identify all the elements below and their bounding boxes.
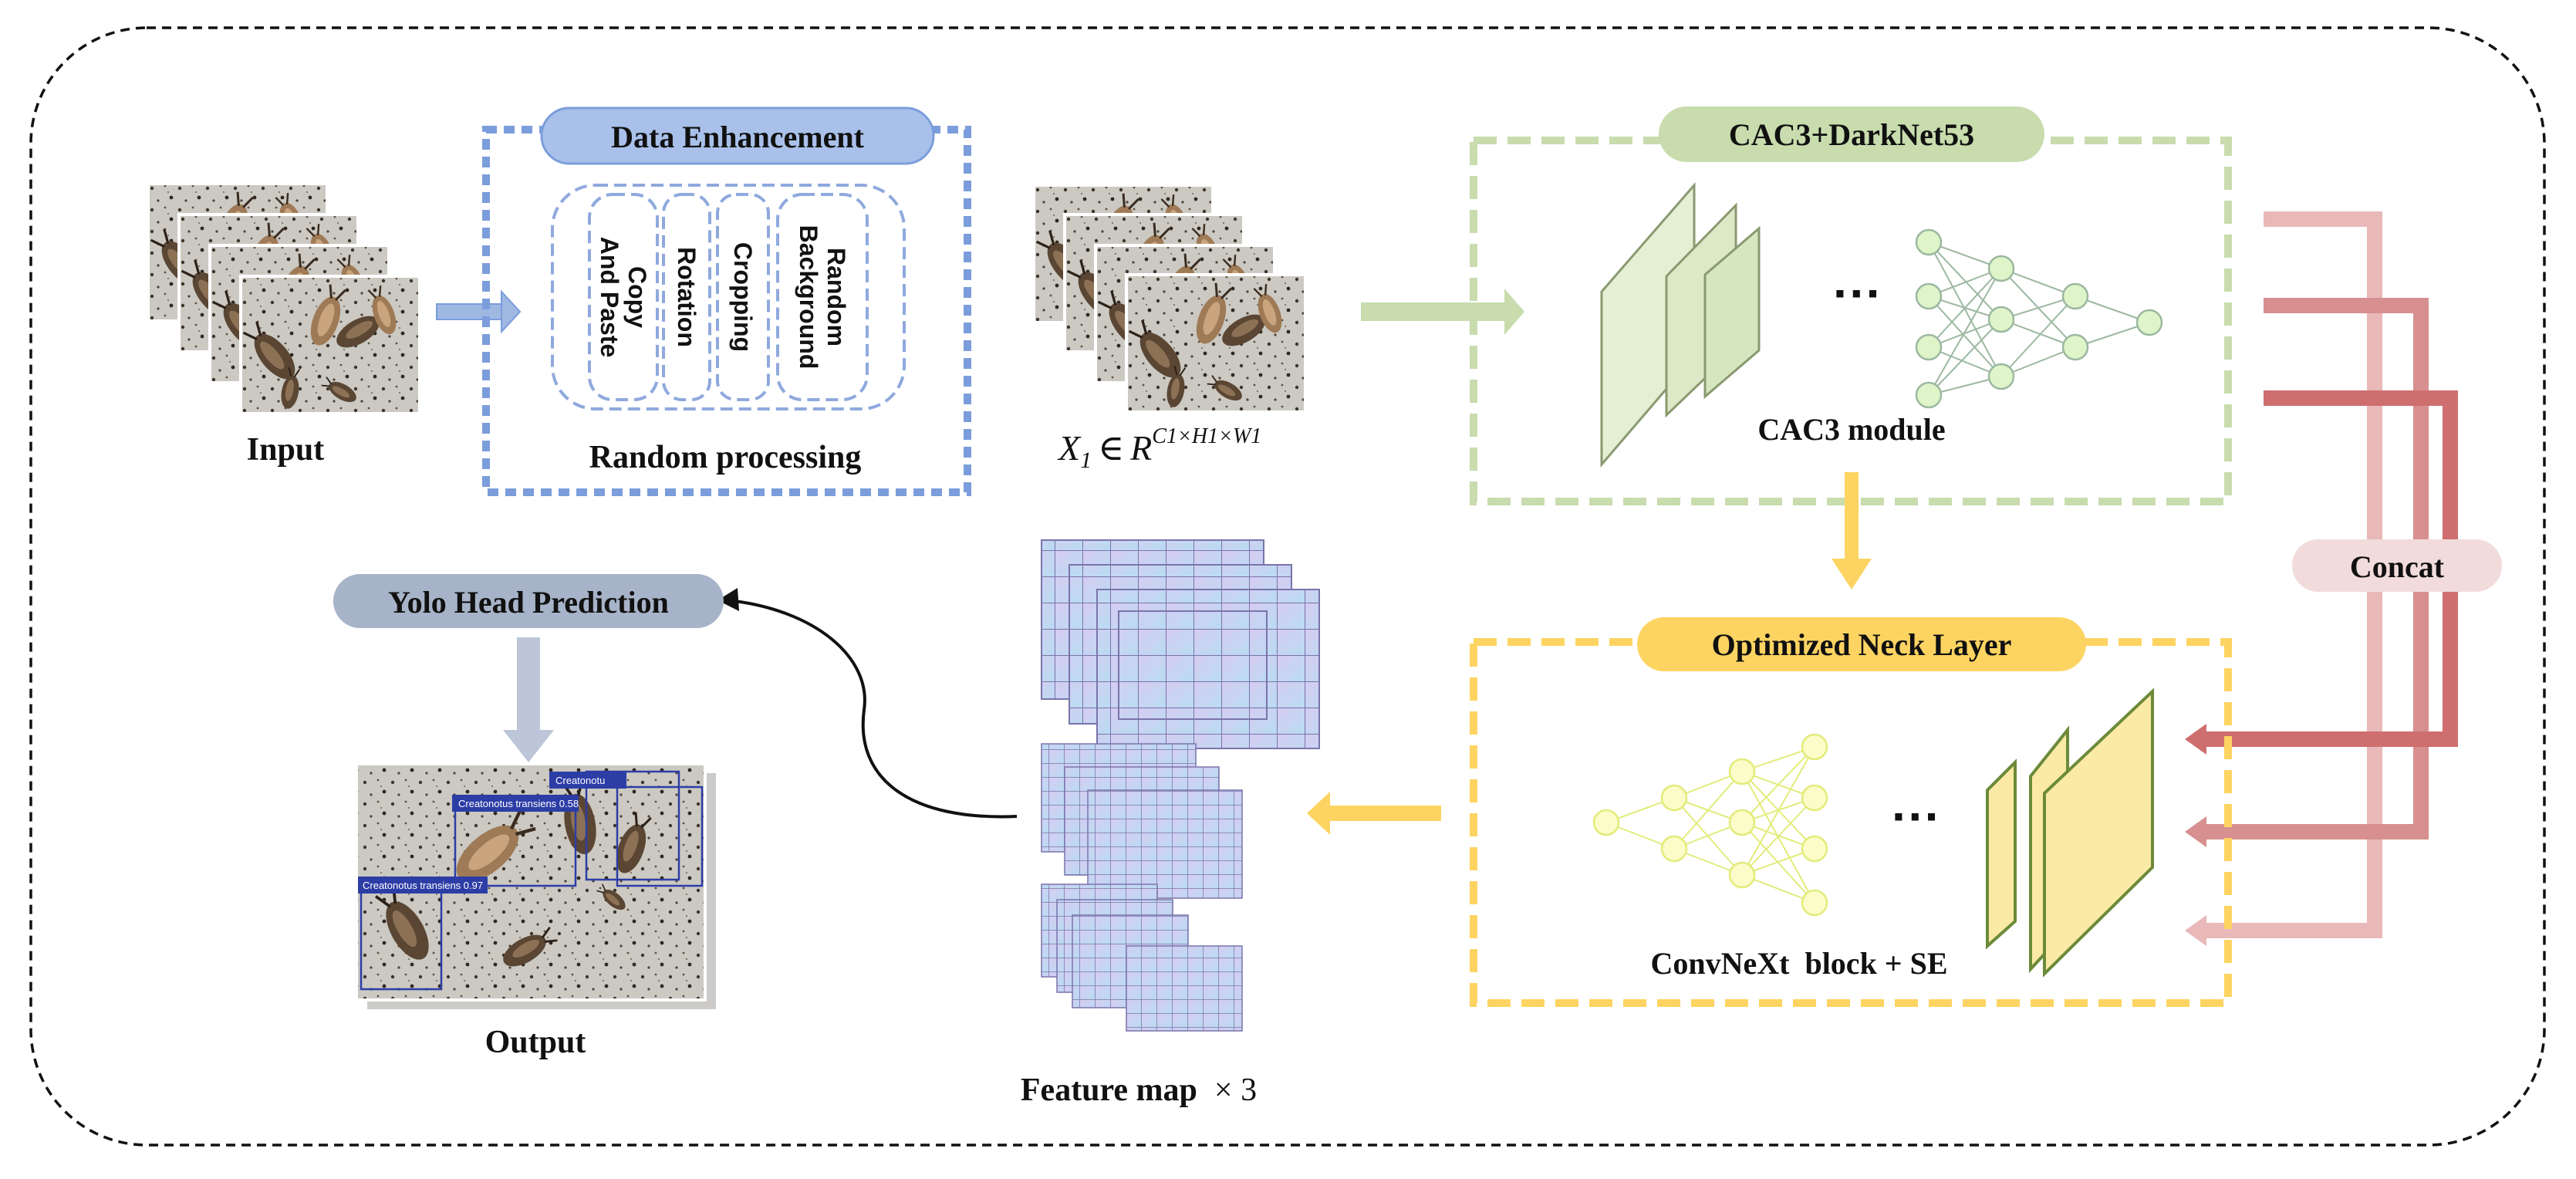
backbone-ellipsis: ···	[1833, 265, 1882, 321]
detection-label-3: Creatonotus transiens 0.97	[363, 880, 483, 891]
backbone-title-pill	[1659, 106, 2044, 162]
methods-outer-box	[551, 184, 906, 410]
arrow-input-to-enhancement	[436, 289, 522, 334]
neck-ellipsis: ···	[1892, 789, 1941, 844]
neck-block: Optimized Neck Layer ··· ConvNeXt block …	[1470, 617, 2232, 1007]
input-label: Input	[247, 432, 324, 468]
backbone-net-node	[1987, 255, 2015, 282]
neck-net-node	[1660, 835, 1688, 863]
arrow-head-to-output	[503, 637, 554, 762]
output-label: Output	[485, 1025, 586, 1060]
neck-net-node	[1728, 809, 1756, 836]
backbone-net-node	[1915, 333, 1943, 361]
backbone-title: CAC3+DarkNet53	[1729, 117, 1974, 152]
method-label-4: RandomBackground	[795, 225, 850, 370]
backbone-net-node	[1987, 363, 2015, 390]
backbone-net-node	[1915, 381, 1943, 409]
neck-net-node	[1801, 889, 1828, 917]
feature-map-label: Feature map× 3	[1021, 1073, 1257, 1108]
neck-title: Optimized Neck Layer	[1712, 627, 2012, 662]
augmented-photo-stack	[1033, 185, 1305, 412]
concat-pill	[2292, 539, 2502, 592]
neck-net-node	[1801, 784, 1828, 812]
backbone-net-edge	[1928, 296, 2002, 377]
backbone-net-edges	[1928, 242, 2150, 396]
backbone-net-node	[1915, 228, 1943, 256]
neck-net-node	[1801, 835, 1828, 863]
backbone-net-edge	[1928, 242, 2002, 377]
method-label-1: CopyAnd Paste	[596, 237, 651, 357]
random-processing-caption: Random processing	[589, 440, 862, 475]
backbone-block: CAC3+DarkNet53 ··· CAC3 module	[1470, 106, 2232, 505]
concat-connector: Concat	[2185, 211, 2502, 946]
arrow-to-backbone	[1361, 289, 1524, 335]
method-label-2: Rotation	[673, 247, 701, 347]
backbone-net-edge	[1928, 268, 2002, 396]
backbone-net-edge	[1928, 242, 2002, 320]
head-title: Yolo Head Prediction	[388, 585, 669, 620]
neck-title-pill	[1637, 617, 2086, 671]
neck-caption: ConvNeXt block + SE	[1650, 946, 1947, 981]
backbone-layer-slabs	[1600, 181, 1761, 468]
backbone-net-node	[1987, 306, 2015, 333]
arrow-features-to-head	[728, 599, 1018, 819]
data-enhancement-block: Data Enhancement CopyAnd Paste Rotation Cr…	[482, 106, 971, 496]
detection-label-2: Creatonotu	[555, 775, 605, 786]
input-photo-stack	[147, 184, 420, 414]
neck-net-edge	[1741, 797, 1815, 876]
backbone-net-node	[2061, 282, 2089, 310]
backbone-net-node	[2061, 333, 2089, 361]
backbone-net-node	[2135, 309, 2163, 336]
neck-net-node	[1728, 758, 1756, 785]
output-image: Creatonotus transiens 0.58 Creatonotu Cr…	[355, 762, 716, 1009]
backbone-net-node	[1915, 282, 1943, 310]
backbone-net-edge	[2000, 296, 2076, 377]
backbone-caption: CAC3 module	[1757, 412, 1945, 447]
neck-layer-slabs	[1986, 687, 2154, 978]
backbone-network-icon	[1915, 228, 2163, 409]
neck-network-icon	[1592, 733, 1828, 917]
detection-label-1: Creatonotus transiens 0.58	[458, 798, 579, 809]
data-enhancement-title: Data Enhancement	[611, 120, 864, 154]
neck-net-edge	[1673, 771, 1743, 850]
neck-net-node	[1660, 784, 1688, 812]
neck-net-node	[1801, 733, 1828, 761]
backbone-net-edge	[1928, 268, 2002, 348]
method-label-3: Cropping	[729, 242, 757, 352]
concat-label: Concat	[2350, 549, 2445, 584]
backbone-net-edge	[1928, 319, 2002, 396]
outer-frame	[29, 26, 2546, 1147]
neck-net-edges	[1605, 746, 1815, 904]
neck-net-node	[1592, 809, 1620, 836]
arrow-backbone-to-neck	[1832, 472, 1872, 590]
neck-net-node	[1728, 861, 1756, 889]
formula-label: X1∈RC1×H1×W1	[1057, 424, 1261, 473]
data-enhancement-title-pill	[540, 106, 935, 165]
neck-net-edge	[1741, 746, 1815, 823]
neck-net-edge	[1741, 746, 1815, 876]
arrow-neck-to-features	[1307, 792, 1441, 835]
feature-map-stacks	[1041, 539, 1320, 1032]
head-title-pill	[333, 574, 724, 628]
